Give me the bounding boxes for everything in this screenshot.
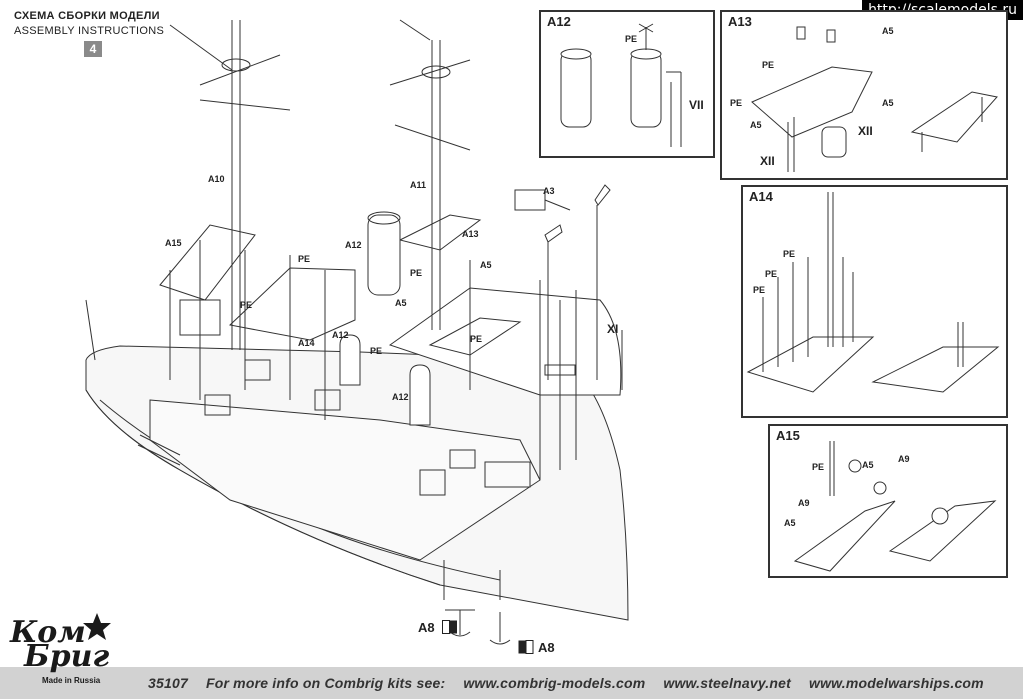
footer-link-combrig[interactable]: www.combrig-models.com <box>463 675 646 691</box>
callout-a12-top: A12 <box>345 240 362 250</box>
panel-a13-callout-pe-1: PE <box>762 60 775 70</box>
a8-part-icon-right <box>518 640 534 654</box>
panel-a12-label: A12 <box>547 14 571 29</box>
panel-a13-callout-xii-1: XII <box>858 124 873 138</box>
callout-pe-4: PE <box>370 346 383 356</box>
panel-a15: A15 PE A5 A9 A9 A5 <box>768 424 1008 578</box>
callout-pe-3: PE <box>240 300 253 310</box>
panel-a14-callout-pe-2: PE <box>765 269 778 279</box>
panel-a12-callout-vii: VII <box>689 98 704 112</box>
callout-a5-2: A5 <box>395 298 407 308</box>
panel-a13-callout-a5-1: A5 <box>882 26 894 36</box>
callout-a15: A15 <box>165 238 182 248</box>
panel-a15-callout-a5-1: A5 <box>862 460 874 470</box>
callout-pe-2: PE <box>410 268 423 278</box>
panel-a14-label: A14 <box>749 189 773 204</box>
footer-info: For more info on Combrig kits see: <box>205 675 446 691</box>
panel-a12-drawing <box>560 23 682 147</box>
callout-pe-1: PE <box>298 254 311 264</box>
panel-a15-callout-pe: PE <box>812 462 825 472</box>
panel-a13: A13 PE PE A5 A5 A5 XII XII <box>720 10 1008 180</box>
title-russian: СХЕМА СБОРКИ МОДЕЛИ <box>14 10 160 22</box>
logo-tagline: Made in Russia <box>42 676 101 685</box>
panel-a12: A12 PE VII <box>539 10 715 158</box>
kit-code: 35107 <box>148 675 188 691</box>
logo-word-brig: Бриг <box>24 639 110 674</box>
logo-star-icon <box>83 613 111 640</box>
panel-a13-label: A13 <box>728 14 752 29</box>
panel-a14-callout-pe-3: PE <box>753 285 766 295</box>
callout-a5-1: A5 <box>480 260 492 270</box>
panel-a15-callout-a5-2: A5 <box>784 518 796 528</box>
panel-a15-label: A15 <box>776 428 800 443</box>
panel-a14-callout-pe-1: PE <box>783 249 796 259</box>
step-number-badge: 4 <box>84 41 102 57</box>
panel-a14-drawing <box>746 192 1000 393</box>
panel-a14: A14 PE PE PE <box>741 185 1008 418</box>
callout-a8-right: A8 <box>538 640 555 655</box>
callout-a14: A14 <box>298 338 315 348</box>
callout-a10: A10 <box>208 174 225 184</box>
callout-a11: A11 <box>410 180 427 190</box>
footer-link-steelnavy[interactable]: www.steelnavy.net <box>663 675 791 691</box>
panel-a13-callout-a5-3: A5 <box>750 120 762 130</box>
callout-pe-5: PE <box>470 334 483 344</box>
callout-xi: XI <box>607 322 619 336</box>
callout-a12-low: A12 <box>392 392 409 402</box>
callout-a12-mid: A12 <box>332 330 349 340</box>
footer-link-modelwarships[interactable]: www.modelwarships.com <box>809 675 984 691</box>
callout-a13: A13 <box>462 229 479 239</box>
panel-a13-callout-a5-2: A5 <box>882 98 894 108</box>
a8-part-icon-left <box>442 620 458 634</box>
panel-a15-drawing <box>793 441 997 572</box>
panel-a15-callout-a9-1: A9 <box>898 454 910 464</box>
title-english: ASSEMBLY INSTRUCTIONS <box>14 25 165 37</box>
panel-a13-callout-xii-2: XII <box>760 154 775 168</box>
panel-a12-callout-pe: PE <box>625 34 638 44</box>
combrig-logo: Ком Бриг Made in Russia <box>10 612 120 692</box>
callout-a3: A3 <box>543 186 555 196</box>
callout-a8-left: A8 <box>418 620 435 635</box>
footer-text: 35107 For more info on Combrig kits see: w… <box>148 675 1002 691</box>
footer-band: 35107 For more info on Combrig kits see: w… <box>0 667 1023 699</box>
panel-a15-callout-a9-2: A9 <box>798 498 810 508</box>
panel-a13-drawing <box>751 26 998 172</box>
panel-a13-callout-pe-2: PE <box>730 98 743 108</box>
logo-word-kom: Ком <box>10 615 86 650</box>
